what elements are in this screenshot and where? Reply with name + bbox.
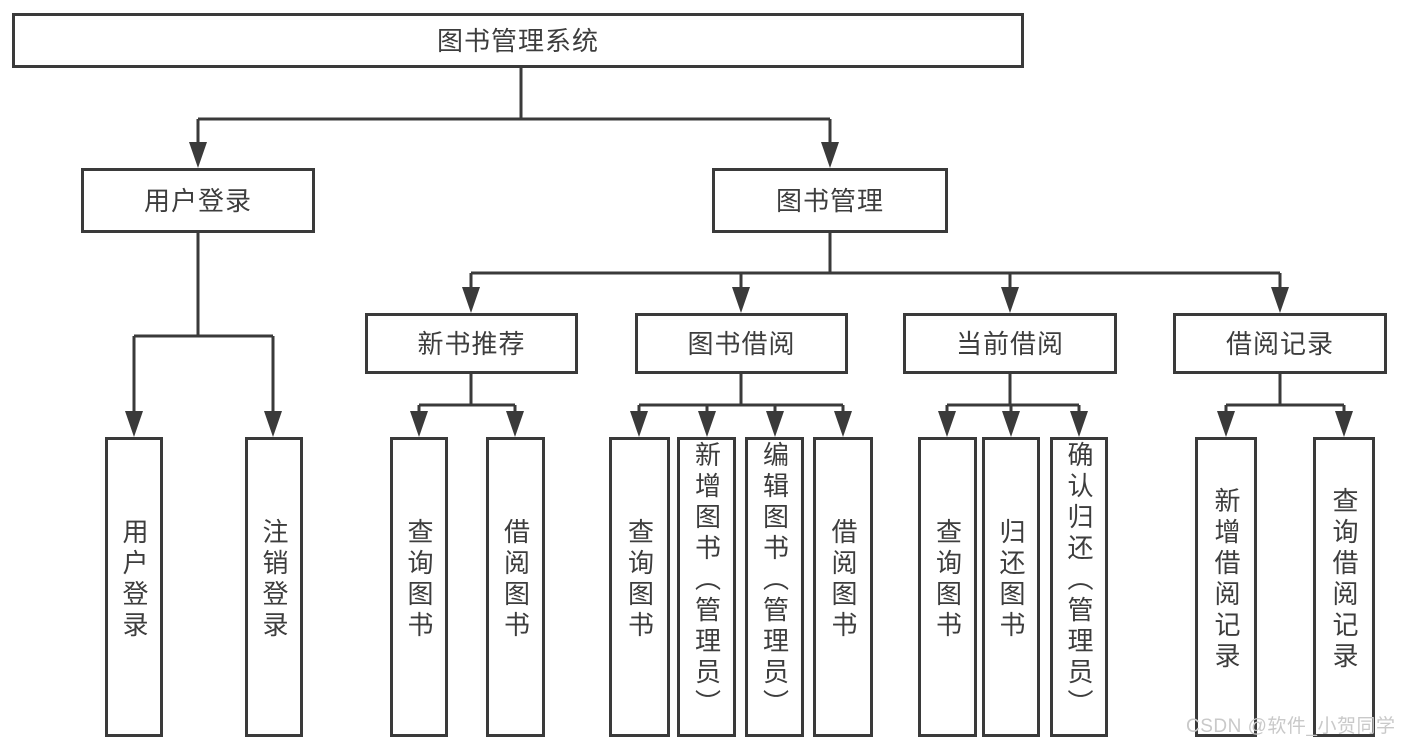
leaf-query-borrow-record: 查询借阅记录 [1313, 437, 1375, 737]
leaf-add-book-admin: 新增图书（管理员） [677, 437, 736, 737]
leaf-borrow-books-recommend: 借阅图书 [486, 437, 545, 737]
connector-current-borrow [945, 374, 1081, 416]
leaf-query-books-recommend: 查询图书 [390, 437, 448, 737]
csdn-watermark: CSDN @软件_小贺同学 [1186, 716, 1396, 737]
leaf-user-login: 用户登录 [105, 437, 163, 737]
leaf-edit-book-admin: 编辑图书（管理员） [745, 437, 804, 737]
leaf-logout: 注销登录 [245, 437, 303, 737]
node-user-login: 用户登录 [81, 168, 315, 233]
connector-book-management [469, 233, 1282, 291]
node-borrow-records: 借阅记录 [1173, 313, 1387, 374]
node-root-library-system: 图书管理系统 [12, 13, 1024, 68]
connector-root [196, 68, 832, 146]
connector-new-book-recommend [417, 374, 517, 416]
leaf-borrow-books: 借阅图书 [813, 437, 873, 737]
node-book-borrow: 图书借阅 [635, 313, 848, 374]
node-book-management: 图书管理 [712, 168, 948, 233]
node-new-book-recommend: 新书推荐 [365, 313, 578, 374]
leaf-query-books-borrow: 查询图书 [609, 437, 670, 737]
leaf-query-books-current: 查询图书 [918, 437, 977, 737]
connector-borrow-records [1224, 374, 1346, 416]
node-current-borrow: 当前借阅 [903, 313, 1117, 374]
leaf-add-borrow-record: 新增借阅记录 [1195, 437, 1257, 737]
arrowhead-icons [125, 142, 1353, 437]
connector-book-borrow [637, 374, 845, 416]
leaf-confirm-return-admin: 确认归还（管理员） [1050, 437, 1108, 737]
leaf-return-books: 归还图书 [982, 437, 1040, 737]
connector-user-login [132, 233, 275, 416]
